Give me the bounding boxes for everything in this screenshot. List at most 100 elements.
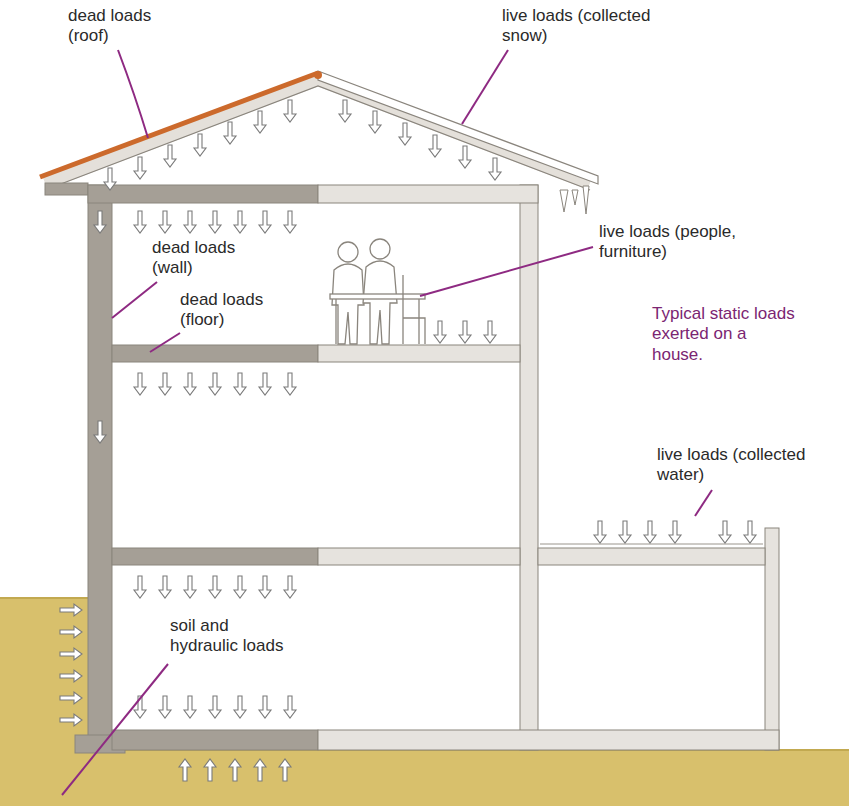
load-label: live loads (collected snow) — [500, 6, 654, 47]
soil-load-arrow — [60, 714, 82, 726]
floor-load-arrow — [134, 373, 146, 395]
leader-line — [420, 247, 593, 296]
roof-load-arrow — [134, 157, 146, 179]
floor-load-arrow — [184, 696, 196, 718]
wall-load-arrow — [94, 211, 106, 233]
wall-load-arrow — [94, 421, 106, 443]
live-load-arrow — [459, 321, 471, 343]
snow-load-arrow — [339, 100, 351, 122]
table-top — [330, 294, 425, 299]
live-load-arrow — [484, 321, 496, 343]
leader-line — [695, 490, 712, 516]
soil-load-arrow — [60, 626, 82, 638]
leader-line — [118, 50, 148, 138]
floor-load-arrow — [234, 696, 246, 718]
soil-reaction-arrow — [254, 759, 266, 781]
roof-tiles — [40, 73, 318, 177]
floor-load-arrow — [284, 373, 296, 395]
floor-load-arrow — [209, 373, 221, 395]
left-wall — [88, 185, 112, 750]
roof-load-arrow — [194, 134, 206, 156]
ceiling-load-arrow — [234, 211, 246, 233]
ceiling-slab — [318, 185, 538, 203]
roof-load-arrow — [254, 111, 266, 133]
leader-line — [150, 333, 180, 352]
floor-load-arrow — [159, 373, 171, 395]
floor-load-arrow — [184, 373, 196, 395]
ceiling-load-arrow — [209, 211, 221, 233]
water-load-arrow — [669, 521, 681, 543]
snow-load-arrow — [429, 135, 441, 157]
floor-load-arrow — [184, 576, 196, 598]
load-label: live loads (collected water) — [655, 445, 839, 486]
ceiling-load-arrow — [184, 211, 196, 233]
roof-outline — [45, 86, 590, 190]
people-furniture — [330, 239, 425, 344]
floor-load-arrow — [234, 576, 246, 598]
ceiling-load-arrow — [159, 211, 171, 233]
floor-load-arrow — [159, 696, 171, 718]
ceiling-load-arrow — [284, 211, 296, 233]
person-body — [363, 261, 397, 344]
floor-load-arrow — [159, 576, 171, 598]
snow-load-arrow — [399, 123, 411, 145]
roof-load-arrow — [104, 168, 116, 190]
floor-load-arrow — [209, 576, 221, 598]
base-slab — [112, 730, 318, 750]
floor-load-arrow — [134, 576, 146, 598]
table-legs — [336, 299, 419, 344]
chair — [403, 275, 425, 344]
icicles — [560, 186, 589, 214]
floor-slab — [318, 548, 520, 565]
roof-load-arrow — [224, 122, 236, 144]
soil-load-arrow — [60, 670, 82, 682]
floor-slab — [318, 345, 520, 362]
floor-load-arrow — [259, 696, 271, 718]
water-load-arrow — [744, 521, 756, 543]
floor-load-arrow — [259, 576, 271, 598]
live-load-arrow — [434, 321, 446, 343]
person-head — [338, 242, 358, 262]
leader-lines — [62, 50, 712, 795]
roof-load-arrow — [164, 145, 176, 167]
floor-slab — [112, 345, 318, 362]
eave — [45, 183, 88, 195]
water-load-arrow — [644, 521, 656, 543]
load-arrows — [60, 100, 756, 781]
soil-reaction-arrow — [204, 759, 216, 781]
person-head — [370, 239, 390, 259]
floor-load-arrow — [284, 696, 296, 718]
extension-roof-slab — [538, 548, 765, 565]
load-label: dead loads (roof) — [66, 6, 170, 47]
floor-load-arrow — [234, 373, 246, 395]
ground — [0, 750, 849, 806]
snow-load-arrow — [489, 158, 501, 180]
base-slab — [318, 730, 779, 750]
floor-load-arrow — [209, 696, 221, 718]
right-wall — [520, 185, 538, 750]
floor-load-arrow — [259, 373, 271, 395]
floor-load-arrow — [284, 576, 296, 598]
load-label: soil and hydraulic loads — [168, 616, 302, 657]
soil-reaction-arrow — [279, 759, 291, 781]
leader-line — [62, 664, 168, 795]
soil-load-arrow — [60, 648, 82, 660]
ceiling-load-arrow — [134, 211, 146, 233]
person-body — [332, 264, 364, 344]
water-surface — [540, 544, 763, 545]
leader-line — [112, 282, 157, 318]
load-label: dead loads (wall) — [150, 238, 254, 279]
ceiling-slab — [88, 185, 318, 203]
figure-caption: Typical static loads exerted on a house. — [650, 304, 804, 365]
leader-line — [462, 50, 508, 124]
floor-slab — [112, 548, 318, 565]
snow-load-arrow — [369, 111, 381, 133]
water-load-arrow — [619, 521, 631, 543]
soil-reaction-arrow — [179, 759, 191, 781]
water-load-arrow — [594, 521, 606, 543]
snow-load-arrow — [459, 146, 471, 168]
soil-reaction-arrow — [229, 759, 241, 781]
roof-ridge — [314, 71, 322, 79]
load-label: live loads (people, furniture) — [597, 222, 776, 263]
